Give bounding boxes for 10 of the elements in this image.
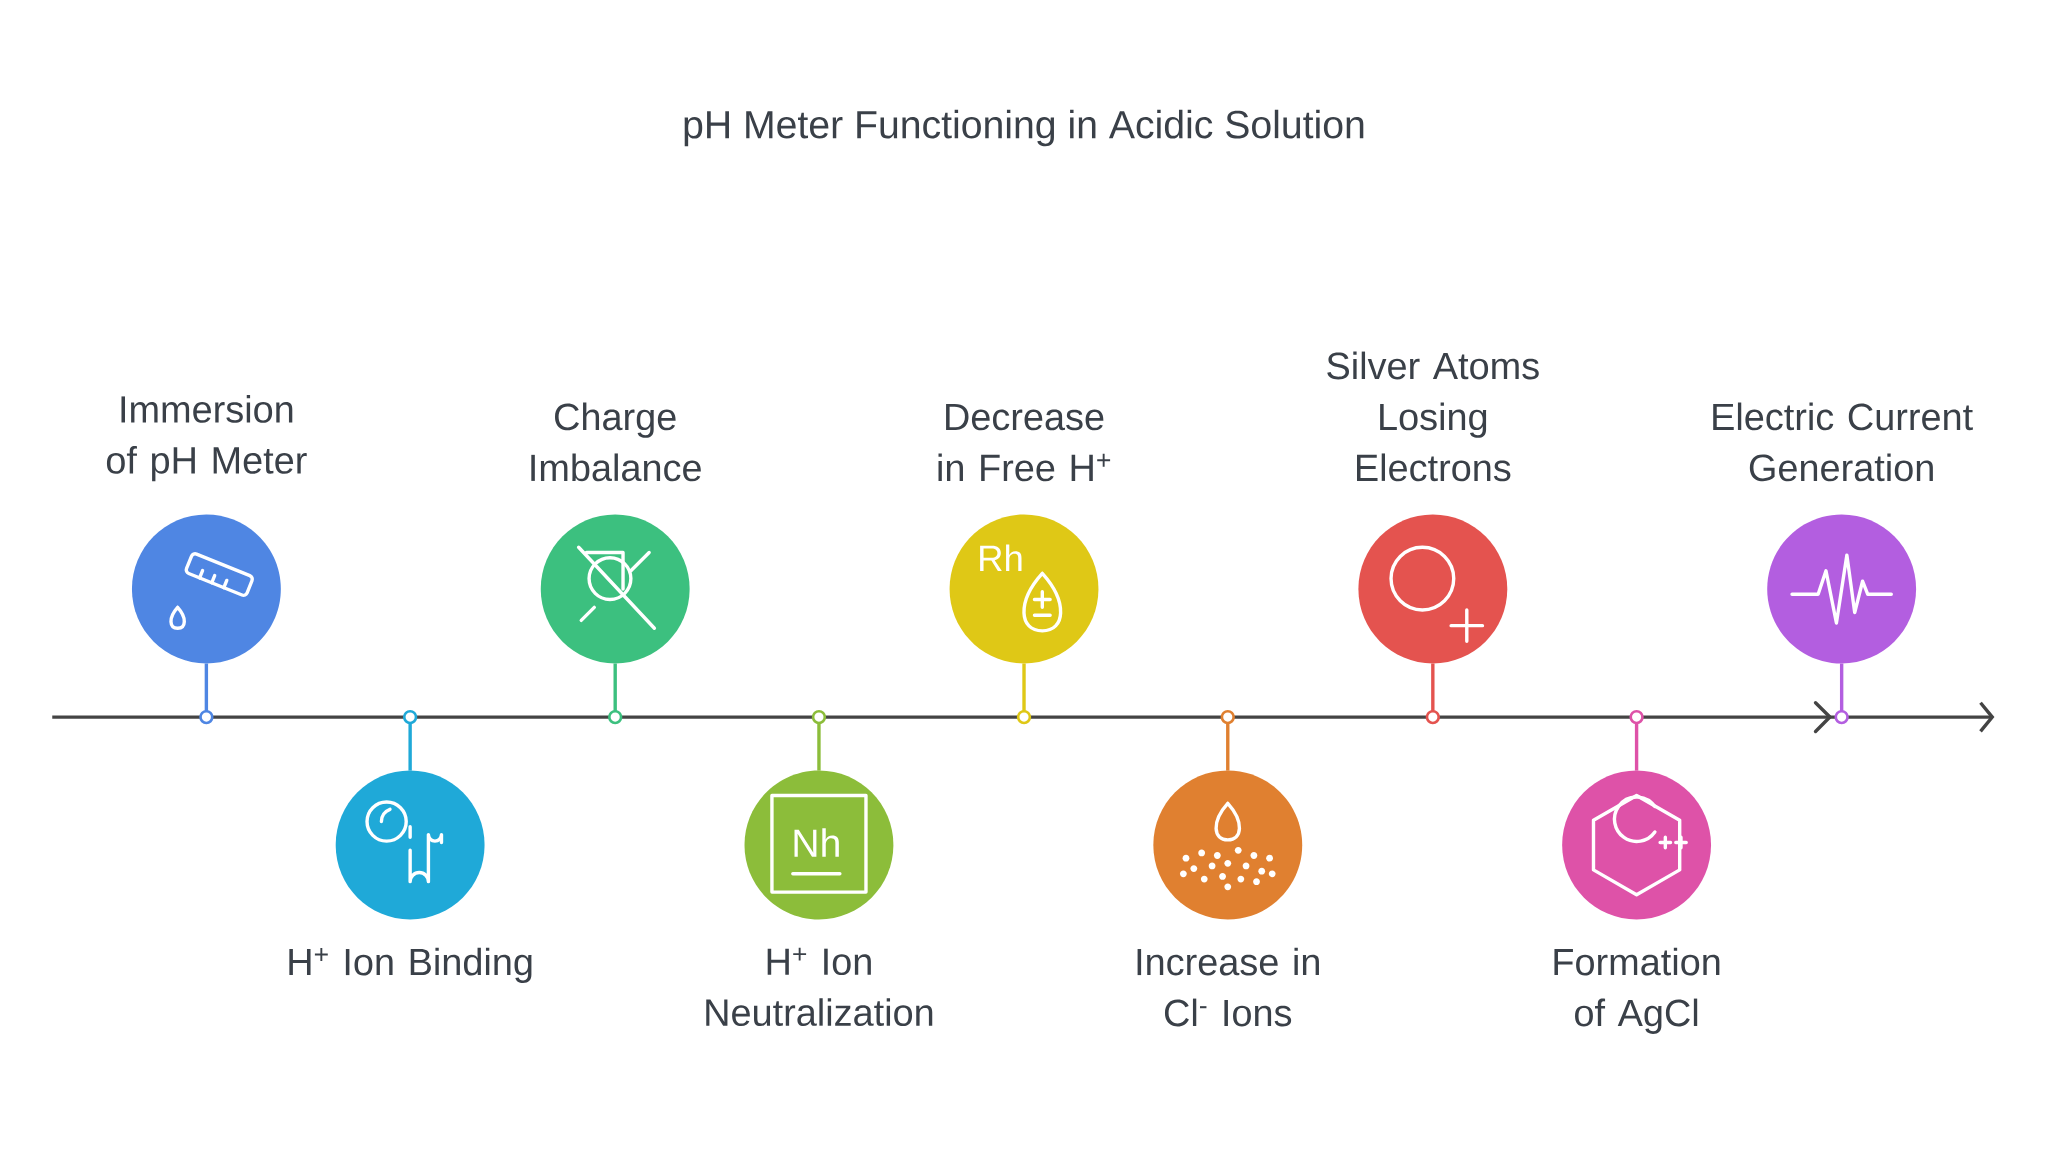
step-label: Formation of AgCl — [1554, 947, 1720, 1035]
title: pH Meter Functioning in Acidic Solution — [684, 109, 1364, 147]
step-label: Increase in Cl$^{-}$ Ions — [1137, 947, 1319, 1027]
step-label: Decrease in Free H$^{+}$ — [938, 404, 1111, 482]
step-label: Electric Current Generation — [1713, 402, 1973, 482]
step-label: H$^{+}$ Ion Binding — [289, 947, 532, 984]
step-label: Silver Atoms Losing Electrons — [1327, 351, 1539, 482]
step-label: Charge Imbalance — [531, 402, 701, 482]
step-label: H$^{+}$ Ion Neutralization — [706, 947, 933, 1027]
step-label: Immersion of pH Meter — [106, 395, 307, 482]
